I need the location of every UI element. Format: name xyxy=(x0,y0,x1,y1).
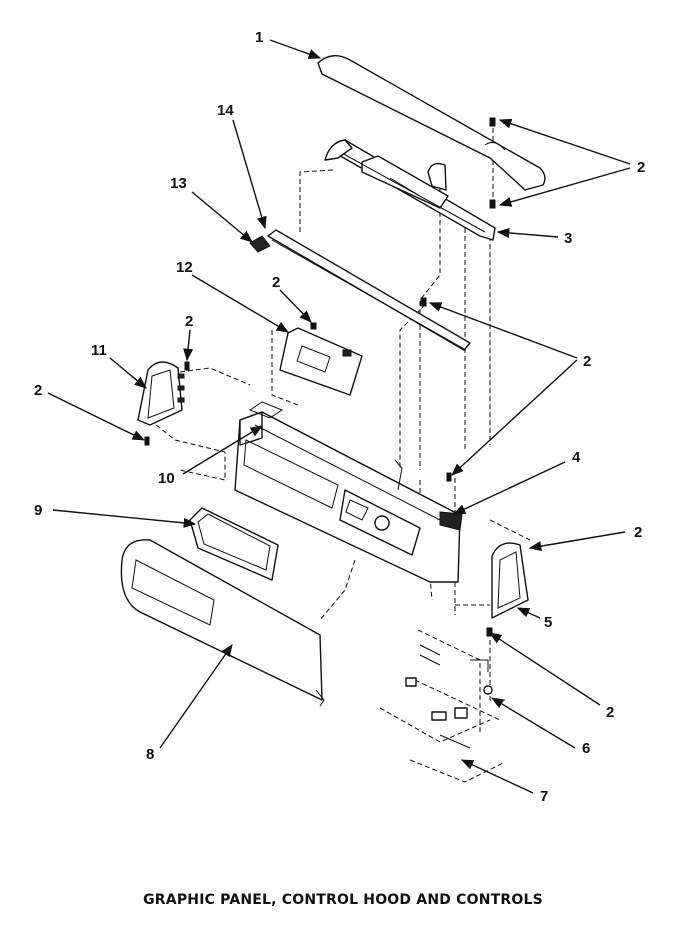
callout-7: 7 xyxy=(540,788,548,805)
callout-2-right-mid: 2 xyxy=(583,353,591,370)
callout-2-bottom: 2 xyxy=(606,704,614,721)
callout-4: 4 xyxy=(572,449,581,466)
callout-2-endcap-right: 2 xyxy=(634,524,642,541)
callout-2-endcap: 2 xyxy=(185,313,193,330)
callout-5: 5 xyxy=(544,614,552,631)
callout-11: 11 xyxy=(91,342,107,359)
callout-1: 1 xyxy=(255,29,263,46)
callout-2-top: 2 xyxy=(637,159,645,176)
graphic-display-panel xyxy=(279,327,363,396)
callout-9: 9 xyxy=(34,502,42,519)
left-end-cap xyxy=(137,361,185,426)
callout-labels: 1 2 3 14 13 12 2 2 11 2 2 10 4 9 2 5 2 6… xyxy=(34,29,645,805)
callout-12: 12 xyxy=(176,259,193,276)
graphic-front-panel xyxy=(120,539,325,707)
callout-6: 6 xyxy=(582,740,590,757)
diagram-caption: GRAPHIC PANEL, CONTROL HOOD AND CONTROLS xyxy=(143,892,543,908)
screws xyxy=(144,117,496,637)
control-hood-body xyxy=(234,401,463,583)
callout-10: 10 xyxy=(158,470,175,487)
callout-13: 13 xyxy=(170,175,187,192)
window-bezel xyxy=(189,507,279,581)
controls-assembly xyxy=(379,629,506,783)
leader-lines xyxy=(47,39,631,794)
mounting-bracket xyxy=(324,139,496,241)
small-clip xyxy=(249,235,271,253)
callout-2-panel: 2 xyxy=(272,274,280,291)
callout-14: 14 xyxy=(217,102,234,119)
long-rail xyxy=(267,229,471,351)
callout-3: 3 xyxy=(564,230,572,247)
callout-2-left: 2 xyxy=(34,382,42,399)
top-cover-strip xyxy=(317,55,546,191)
right-end-cap xyxy=(491,542,529,619)
callout-8: 8 xyxy=(146,746,154,763)
